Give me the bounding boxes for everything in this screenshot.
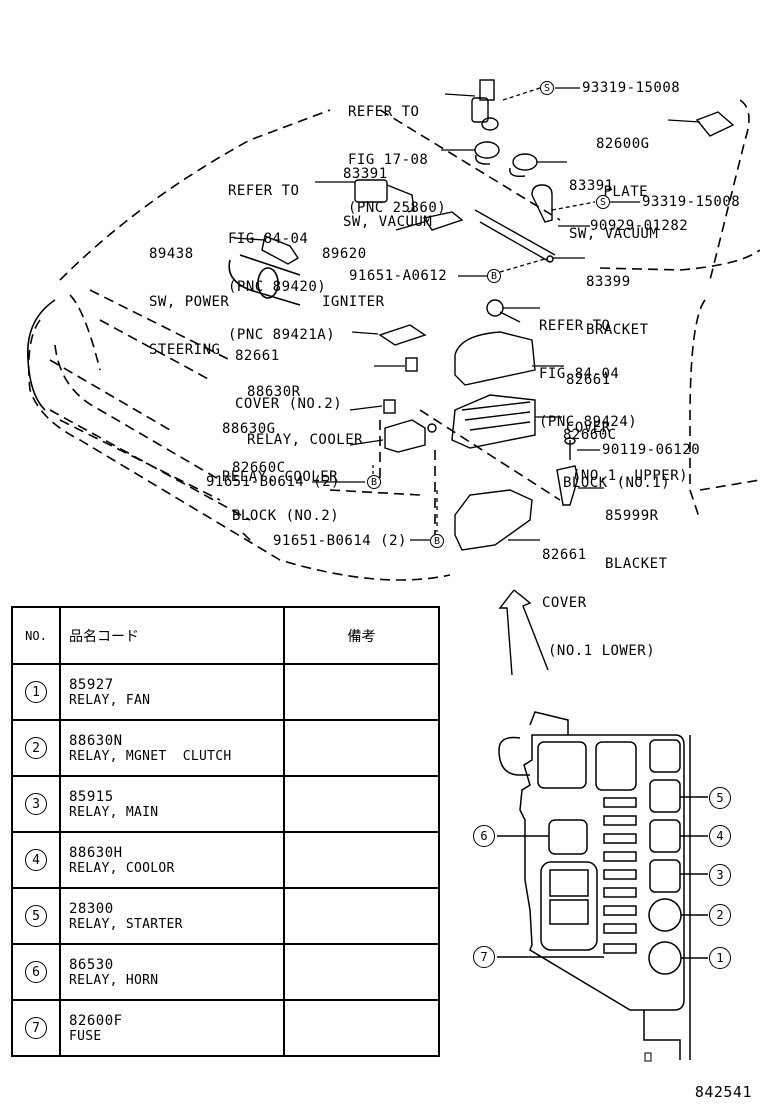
leader-lines [233, 87, 701, 541]
callout-refer-84-04-b: REFER TO FIG 84-04 (PNC 89424) [539, 318, 638, 430]
remarks-cell [283, 999, 440, 1057]
row-number: 4 [25, 849, 47, 871]
row-number: 6 [25, 961, 47, 983]
part-name: RELAY, COOLOR [69, 860, 175, 876]
callout-93319-15008-top: 93319-15008 [582, 80, 681, 96]
callout-82661-no2: 82661 COVER (NO.2) [235, 348, 343, 412]
remarks-cell [283, 663, 440, 721]
remarks-cell [283, 943, 440, 1001]
b-marker: B [367, 475, 381, 489]
table-header-row: NO. 品名コード 備考 [11, 606, 440, 665]
callout-91651-A0612: 91651-A0612 [349, 268, 448, 284]
part-name: RELAY, STARTER [69, 916, 183, 932]
part-code: 88630H [69, 844, 123, 861]
figure-number: 842541 [694, 1083, 752, 1101]
callout-82660C-no1: 82660C BLOCK (NO.1) [563, 427, 671, 491]
header-part-code: 品名コード [59, 606, 285, 665]
b-marker: B [487, 269, 501, 283]
callout-89620: 89620 IGNITER [322, 246, 385, 310]
fuse-block-marker-4: 4 [709, 825, 731, 847]
b-marker: B [430, 534, 444, 548]
row-number: 2 [25, 737, 47, 759]
callout-82600G: 82600G PLATE [596, 136, 650, 200]
row-number: 7 [25, 1017, 47, 1039]
part-code: 82600F [69, 1012, 123, 1029]
callout-82661-no1-lower: 82661 COVER (NO.1 LOWER) [542, 547, 656, 659]
callout-89438: 89438 SW, POWER STEERING [149, 246, 230, 358]
callout-88630R: 88630R RELAY, COOLER [247, 384, 364, 448]
callout-refer-84-04-a: REFER TO FIG 84-04 (PNC 89420) (PNC 8942… [228, 183, 336, 343]
callout-83391-left: 83391 SW, VACUUM [343, 166, 433, 230]
callout-90119-06120: 90119-06120 [602, 442, 701, 458]
part-code: 85927 [69, 676, 114, 693]
bumper-outline [26, 299, 56, 411]
header-no: NO. [11, 606, 61, 665]
fuse-slots [603, 797, 637, 954]
callout-83399: 83399 BRACKET [586, 274, 649, 338]
remarks-cell [283, 775, 440, 833]
callout-83391-right: 83391 SW, VACUUM [569, 178, 659, 242]
callout-refer-17-08: REFER TO FIG 17-08 (PNC 25860) [348, 104, 447, 216]
callout-82661-no1-upper: 82661 COVER (NO.1, UPPER) [566, 372, 689, 484]
callout-90929-01282: 90929-01282 [590, 218, 689, 234]
callout-85999R: 85999R BLACKET [605, 508, 668, 572]
remarks-cell [283, 831, 440, 889]
header-remarks: 備考 [283, 606, 440, 665]
part-code: 86530 [69, 956, 114, 973]
part-code: 28300 [69, 900, 114, 917]
part-sketches [261, 79, 735, 676]
s-marker: S [596, 195, 610, 209]
fuse-block-marker-1: 1 [709, 947, 731, 969]
fuse-block-marker-7: 7 [473, 946, 495, 968]
part-code: 85915 [69, 788, 114, 805]
fuse-block-marker-2: 2 [709, 904, 731, 926]
callout-91651-B0614-b: 91651-B0614 (2) [273, 533, 407, 549]
part-code: 88630N [69, 732, 123, 749]
part-name: RELAY, HORN [69, 972, 159, 988]
fuse-block-layout [497, 711, 708, 1062]
callout-93319-15008-mid: 93319-15008 [642, 194, 741, 210]
callout-91651-B0614-a: 91651-B0614 (2) [206, 474, 340, 490]
remarks-cell [283, 719, 440, 777]
fuse-block-marker-5: 5 [709, 787, 731, 809]
part-name: RELAY, FAN [69, 692, 151, 708]
fuse-block-marker-6: 6 [473, 825, 495, 847]
part-name: RELAY, MAIN [69, 804, 159, 820]
row-number: 1 [25, 681, 47, 703]
steering-column [228, 254, 301, 306]
s-marker: S [540, 81, 554, 95]
row-number: 5 [25, 905, 47, 927]
callout-82660C-no2: 82660C BLOCK (NO.2) [232, 460, 340, 524]
callout-88630G: 88630G RELAY, COOLER [222, 421, 339, 485]
row-number: 3 [25, 793, 47, 815]
part-name: FUSE [69, 1028, 102, 1044]
part-name: RELAY, MGNET CLUTCH [69, 748, 232, 764]
vehicle-outline [27, 99, 760, 581]
remarks-cell [283, 887, 440, 945]
fuse-block-marker-3: 3 [709, 864, 731, 886]
